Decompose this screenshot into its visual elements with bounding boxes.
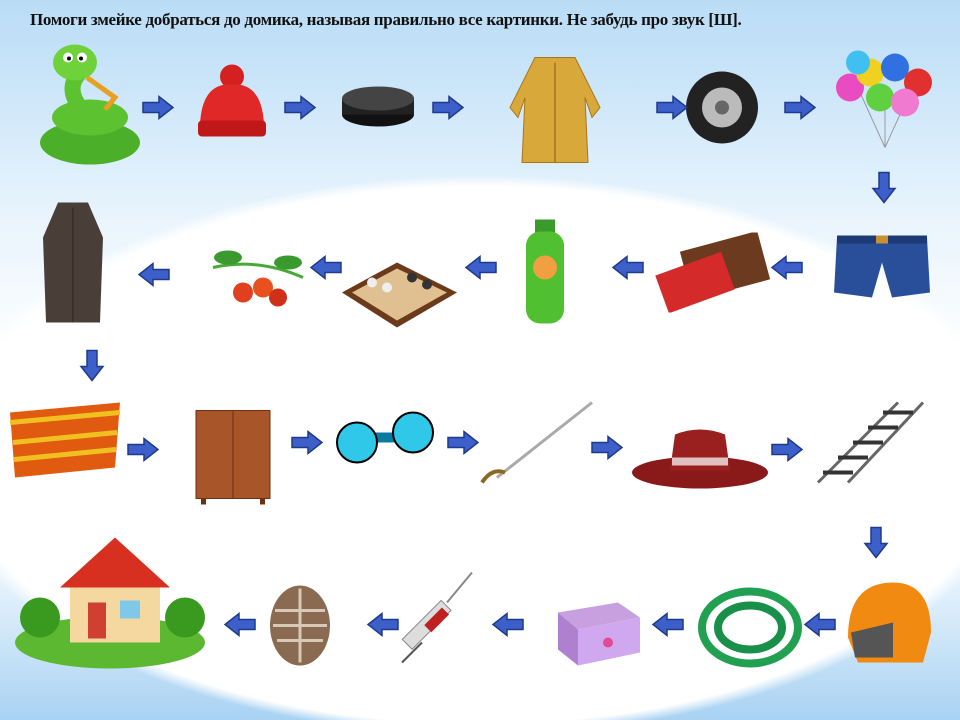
arrow-left-icon	[137, 261, 171, 293]
chocolate-icon	[655, 230, 775, 318]
hat-icon	[630, 423, 770, 498]
arrow-left-icon	[611, 254, 645, 286]
arrow-down-icon	[867, 171, 901, 206]
arrow-right-icon	[655, 94, 689, 126]
scarf-icon	[5, 398, 125, 493]
arrow-left-icon	[309, 254, 343, 286]
arrow-right-icon	[290, 429, 324, 461]
wardrobe-icon	[193, 408, 273, 513]
arrow-left-icon	[464, 254, 498, 286]
arrow-left-icon	[651, 611, 685, 643]
arrow-right-icon	[431, 94, 465, 126]
hose-icon	[695, 578, 805, 673]
balloons-icon	[830, 43, 940, 158]
fur-coat-icon	[500, 48, 610, 173]
snake-icon	[35, 38, 145, 173]
arrow-left-icon	[770, 254, 804, 286]
box-icon	[548, 578, 648, 673]
page-title: Помоги змейке добраться до домика, назыв…	[30, 10, 742, 29]
house-icon	[10, 523, 210, 678]
tire-icon	[682, 68, 762, 153]
helmet-icon	[843, 578, 933, 673]
arrow-right-icon	[141, 94, 175, 126]
arrow-left-icon	[491, 611, 525, 643]
arrow-right-icon	[783, 94, 817, 126]
arrow-left-icon	[223, 611, 257, 643]
sword-icon	[467, 398, 597, 503]
shampoo-icon	[520, 218, 570, 333]
rosehip-icon	[203, 228, 313, 323]
syringe-icon	[392, 568, 482, 673]
knit-hat-icon	[192, 63, 272, 148]
arrow-right-icon	[283, 94, 317, 126]
greatcoat-icon	[38, 198, 108, 333]
arrow-left-icon	[366, 611, 400, 643]
arrow-right-icon	[126, 436, 160, 468]
pine-cone-icon	[265, 581, 335, 676]
hockey-puck-icon	[338, 81, 418, 136]
arrow-right-icon	[590, 434, 624, 466]
arrow-left-icon	[803, 611, 837, 643]
dumbbell-icon	[335, 403, 435, 478]
rails-icon	[808, 398, 928, 493]
arrow-down-icon	[75, 349, 109, 384]
arrow-right-icon	[770, 436, 804, 468]
shorts-icon	[832, 228, 932, 313]
chess-icon	[332, 233, 462, 338]
arrow-right-icon	[446, 429, 480, 461]
arrow-down-icon	[859, 526, 893, 561]
